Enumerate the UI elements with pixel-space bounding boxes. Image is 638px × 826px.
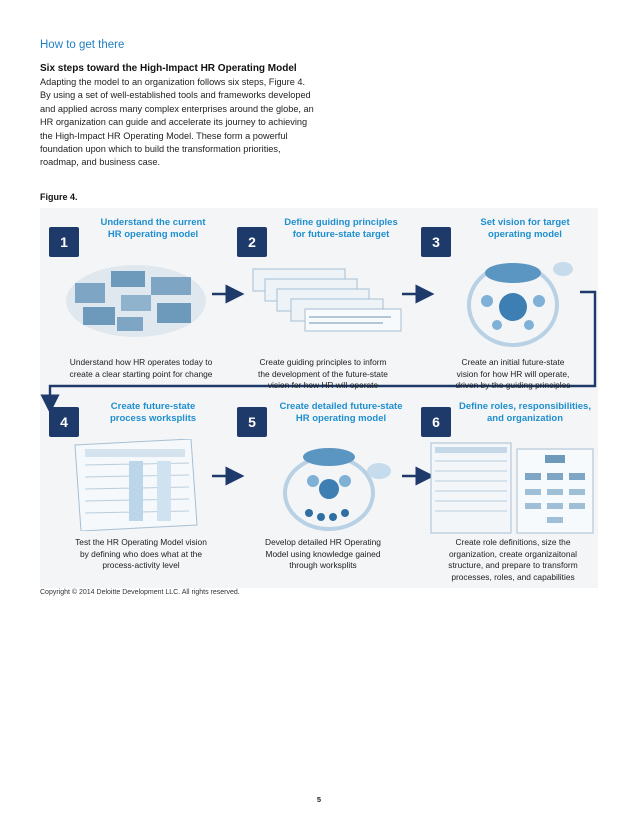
step-title: Define roles, responsibilities, and orga… [455, 401, 595, 425]
step-description-line: Create guiding principles to inform [259, 357, 387, 367]
intro-paragraph: Adapting the model to an organization fo… [40, 76, 330, 170]
step-title-line: process worksplits [109, 413, 197, 424]
step-description-line: create a clear starting point for change [69, 368, 213, 379]
step-title-line: HR operating model [295, 413, 387, 424]
step-description-line: organization, create organizaitonal [448, 548, 578, 559]
step-description: Create an initial future-state vision fo… [423, 357, 603, 392]
sub-title: Six steps toward the High-Impact HR Oper… [40, 63, 297, 74]
copyright-notice: Copyright © 2014 Deloitte Development LL… [40, 589, 240, 596]
step-title-line: HR operating model [107, 229, 199, 240]
step-description-line: Understand how HR operates today to [69, 357, 213, 367]
step-title: Create future-state process worksplits [83, 401, 223, 425]
step-description: Create role definitions, size the organi… [423, 537, 603, 583]
step-number-badge: 1 [49, 227, 79, 257]
step-description-line: processes, roles, and capabilities [451, 571, 575, 582]
step-title-line: Create detailed future-state [279, 401, 403, 412]
detailed-model-illustration [283, 448, 391, 531]
step-description-line: the development of the future-state [258, 368, 388, 379]
step-description: Create guiding principles to inform the … [233, 357, 413, 392]
step-title-line: Create future-state [110, 401, 196, 412]
intro-line: and applied across many complex enterpri… [40, 103, 314, 114]
step-title-line: and organization [487, 413, 563, 424]
intro-line: Adapting the model to an organization fo… [40, 77, 306, 87]
intro-line: foundation upon which to build the trans… [40, 144, 281, 155]
section-title: How to get there [40, 39, 125, 51]
step-description-line: structure, and prepare to transform [448, 560, 578, 570]
step-description-line: by defining who does what at the [80, 548, 202, 559]
step-description-line: vision for how HR will operate, [456, 368, 570, 379]
step-number-badge: 6 [421, 407, 451, 437]
intro-line: the High-Impact HR Operating Model. Thes… [40, 130, 288, 141]
page-number: 5 [316, 795, 322, 804]
step-number-badge: 3 [421, 227, 451, 257]
intro-line: roadmap, and business case. [40, 157, 161, 168]
figure-label: Figure 4. [40, 192, 78, 202]
step-title-line: Define roles, responsibilities, [459, 401, 591, 412]
worksplits-illustration [74, 439, 198, 531]
target-vision-illustration [467, 262, 573, 347]
step-description: Develop detailed HR Operating Model usin… [233, 537, 413, 572]
guiding-principles-illustration [252, 268, 402, 332]
step-title-line: for future-state target [292, 229, 390, 240]
flow-connectors [40, 284, 597, 486]
step-description-line: through worksplits [289, 560, 357, 570]
roles-organization-illustration [430, 442, 594, 534]
step-title: Set vision for target operating model [455, 217, 595, 241]
step-description-line: Develop detailed HR Operating [265, 537, 381, 547]
step-title: Define guiding principles for future-sta… [271, 217, 411, 241]
step-description-line: vision for how HR will operate [267, 380, 379, 390]
step-title-line: Define guiding principles [284, 217, 398, 228]
step-title: Create detailed future-state HR operatin… [271, 401, 411, 425]
step-description: Test the HR Operating Model vision by de… [51, 537, 231, 572]
step-description-line: Model using knowledge gained [265, 548, 381, 559]
current-model-illustration [66, 265, 206, 337]
intro-line: HR organization can guide and accelerate… [40, 117, 308, 128]
step-title: Understand the current HR operating mode… [83, 217, 223, 241]
step-description-line: Create an initial future-state [461, 357, 565, 367]
step-title-line: Set vision for target [480, 217, 570, 228]
step-number-badge: 4 [49, 407, 79, 437]
step-description-line: process-activity level [102, 560, 180, 570]
six-steps-figure: 1 Understand the current HR operating mo… [40, 208, 598, 588]
step-title-line: Understand the current [100, 217, 206, 228]
step-description-line: driven by the guiding principles [455, 380, 571, 390]
step-description: Understand how HR operates today to crea… [51, 357, 231, 380]
step-number-badge: 5 [237, 407, 267, 437]
step-description-line: Test the HR Operating Model vision [75, 537, 207, 547]
intro-line: By using a set of well-established tools… [40, 90, 311, 101]
step-description-line: Create role definitions, size the [455, 537, 571, 547]
arrow-3-4 [40, 290, 597, 414]
step-number-badge: 2 [237, 227, 267, 257]
step-title-line: operating model [488, 229, 562, 240]
